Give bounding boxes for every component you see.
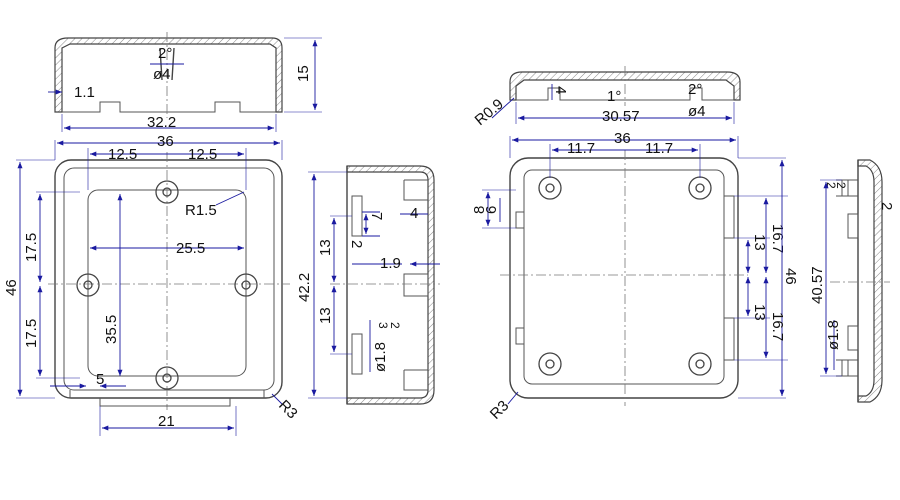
top-right-edge-radius-label: R0.9 [472, 96, 507, 129]
front-right-hole-bl [538, 352, 562, 376]
side-right-section-view: 2 2 2 40.57 ø1.8 [809, 159, 895, 403]
side-middle-lip-label: 1.9 [380, 255, 401, 272]
top-right-draft-angle-b-label: 2° [688, 81, 702, 98]
front-left-corner-inner-label: R1.5 [185, 202, 217, 219]
side-middle-height-label: 42.2 [296, 273, 313, 302]
side-middle-lower-label: 13 [317, 307, 334, 324]
front-left-lower-label: 17.5 [23, 319, 40, 348]
front-left-slot-label: 21 [158, 413, 175, 430]
top-left-section-view: 15 2° ø4 1.1 32.2 [48, 32, 322, 132]
top-left-width-label: 32.2 [147, 114, 176, 131]
side-right-small-a-label: 2 [824, 182, 838, 189]
front-left-height-label: 46 [3, 279, 20, 296]
top-right-hole-dia-label: ø4 [688, 103, 706, 120]
side-middle-rib-b-label: 2 [348, 240, 365, 248]
front-right-half-right-label: 11.7 [645, 140, 673, 157]
front-right-corner-outer-label: R3 [487, 397, 513, 423]
side-right-hole-dia-label: ø1.8 [825, 320, 842, 350]
front-left-upper-label: 17.5 [23, 233, 40, 262]
top-left-wall-label: 1.1 [74, 84, 95, 101]
front-right-rib-b-label: 6 [483, 206, 500, 214]
front-right-half-left-label: 11.7 [567, 140, 595, 157]
side-right-height-label: 40.57 [809, 266, 826, 304]
top-left-hole-dia-label: ø4 [153, 66, 171, 83]
top-right-section-view: R0.9 4 1° 2° ø4 30.57 [472, 66, 741, 129]
front-right-rib-a-label: 8 [471, 206, 488, 214]
side-middle-section-view: 42.2 13 13 7 2 4 1.9 3 2 ø1.8 [296, 165, 440, 405]
front-right-view: 36 11.7 11.7 8 6 13 16.7 46 13 16.7 [471, 130, 799, 423]
front-left-hole-left [76, 273, 100, 297]
top-left-draft-angle-label: 2° [158, 45, 172, 62]
front-left-hole-bottom [155, 366, 179, 390]
front-right-hole-tl [538, 176, 562, 200]
side-middle-small-a-label: 3 [376, 322, 390, 329]
front-left-half-left-label: 12.5 [108, 146, 137, 163]
front-left-width-label: 36 [157, 133, 174, 150]
front-right-hole-br [688, 352, 712, 376]
top-left-height-label: 15 [295, 65, 312, 82]
side-middle-hole-dia-label: ø1.8 [372, 342, 389, 372]
front-right-width-label: 36 [614, 130, 631, 147]
front-right-upper-b-label: 16.7 [769, 224, 786, 253]
front-left-offset-label: 5 [96, 371, 104, 388]
front-left-hole-right [234, 273, 258, 297]
front-right-height-label: 46 [782, 268, 799, 285]
front-right-upper-a-label: 13 [751, 234, 768, 251]
front-left-half-right-label: 12.5 [188, 146, 217, 163]
side-middle-small-b-label: 2 [388, 322, 402, 329]
side-middle-rib-a-label: 7 [368, 212, 385, 220]
side-middle-upper-label: 13 [317, 239, 334, 256]
front-right-lower-a-label: 13 [751, 304, 768, 321]
front-left-hole-top [155, 180, 179, 204]
top-right-width-label: 30.57 [602, 108, 640, 125]
front-left-vertical-span-label: 35.5 [103, 315, 120, 344]
side-right-wall-label: 2 [878, 202, 895, 210]
top-right-depth-label: 4 [552, 86, 569, 94]
side-middle-wall-right-label: 4 [410, 205, 418, 222]
front-right-hole-tr [688, 176, 712, 200]
front-left-view: 36 12.5 12.5 R1.5 25.5 46 17.5 17.5 35.5… [3, 133, 301, 436]
front-left-hole-span-label: 25.5 [176, 240, 205, 257]
front-right-lower-b-label: 16.7 [769, 312, 786, 341]
top-right-draft-angle-label: 1° [607, 88, 621, 105]
side-right-small-b-label: 2 [834, 182, 848, 189]
